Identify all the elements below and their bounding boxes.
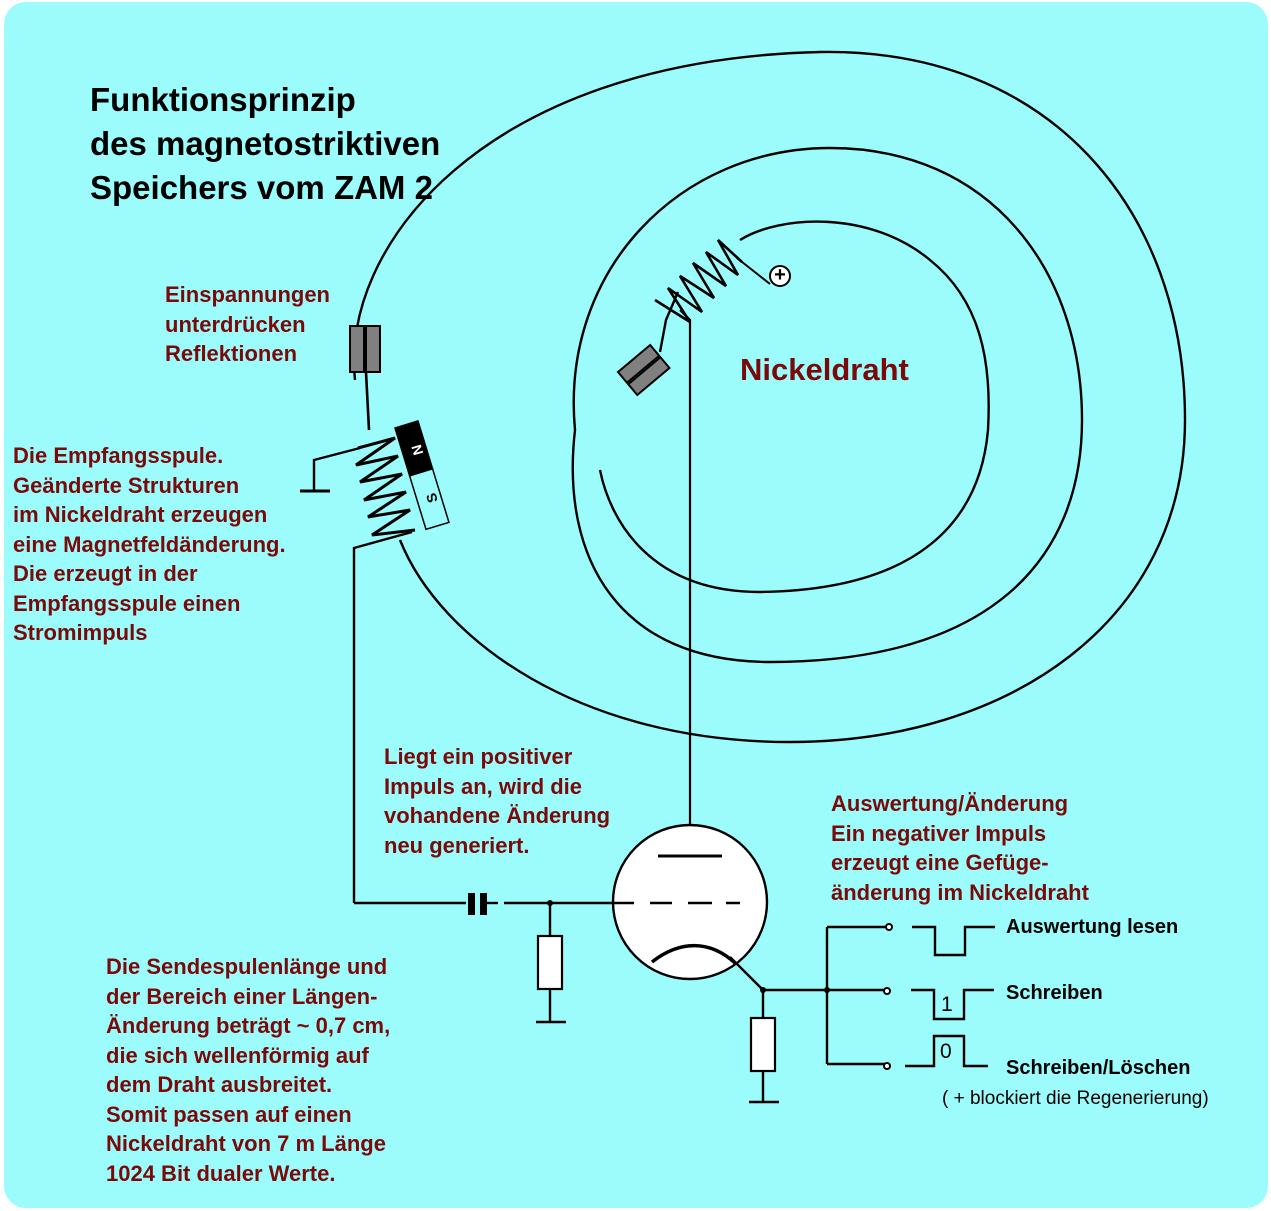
text-line: die sich wellenförmig auf — [106, 1042, 369, 1068]
title-line-1: Funktionsprinzip — [90, 81, 356, 118]
text-line: erzeugt eine Gefüge- — [831, 850, 1049, 875]
text-line: Nickeldraht von 7 m Länge — [106, 1131, 386, 1156]
transmitter-coil-lead-plus — [736, 257, 771, 285]
text-line: Die Empfangsspule. — [13, 443, 224, 468]
label-nickeldraht: Nickeldraht — [740, 352, 909, 387]
text-line: eine Magnetfeldänderung. — [13, 531, 286, 557]
transmitter-coil — [654, 239, 743, 324]
nickel-wire-inner-ring — [598, 220, 990, 594]
pulse-write — [911, 988, 994, 1021]
bar-magnet — [394, 420, 450, 531]
text-line: Geänderte Strukturen — [13, 472, 240, 498]
clamp-inner — [616, 343, 671, 397]
plus-terminal-icon: + — [769, 265, 791, 287]
nickel-wire-middle-ring — [571, 146, 1084, 664]
wire-from-clamp — [364, 371, 371, 431]
text-line: Empfangsspule einen — [13, 590, 241, 616]
nickel-wire-outer-ring — [352, 50, 1187, 744]
text-line: unterdrücken — [165, 311, 306, 337]
text-line: Die erzeugt in der — [13, 561, 198, 586]
terminal-erase — [883, 1062, 891, 1070]
terminal-read — [885, 923, 893, 931]
terminal-write — [883, 987, 891, 995]
text-line: neu generiert. — [384, 832, 530, 858]
text-line: Liegt ein positiver — [384, 744, 573, 769]
text-line: Ein negativer Impuls — [831, 820, 1047, 846]
text-line: änderung im Nickeldraht — [831, 879, 1089, 905]
text-line: 1024 Bit dualer Werte. — [106, 1160, 336, 1186]
text-line: der Bereich einer Längen- — [106, 983, 378, 1009]
wire-clamp-to-coil — [658, 291, 680, 353]
signal-digit-erase: 0 — [940, 1040, 952, 1063]
receiver-coil-ground-lead — [312, 446, 361, 490]
receiver-coil — [355, 436, 416, 537]
junction-bus — [824, 987, 830, 993]
text-line: vohandene Änderung — [384, 803, 611, 828]
cathode-resistor — [749, 1016, 777, 1073]
signal-digit-write: 1 — [941, 993, 953, 1016]
tube-cathode — [650, 943, 737, 965]
receiver-coil-output-lead — [352, 530, 413, 903]
clamp-top-left — [349, 325, 381, 373]
pulse-erase — [905, 1034, 988, 1068]
signal-label-read: Auswertung lesen — [1006, 916, 1179, 938]
transmitter-coil-lead-down — [679, 309, 692, 855]
bus-wire — [763, 925, 886, 1066]
title-line-2: des magnetostriktiven — [90, 125, 441, 162]
label-empfangsspule: Die Empfangsspule. Geänderte Strukturen im… — [13, 441, 286, 648]
diagram-card — [4, 2, 1268, 1208]
pulse-read — [912, 925, 995, 957]
label-sendespule: Die Sendespulenlänge und der Bereich eine… — [106, 952, 390, 1188]
signal-label-write: Schreiben — [1006, 982, 1103, 1004]
text-line: Impuls an, wird die — [384, 773, 583, 799]
signal-label-erase: Schreiben/Löschen — [1006, 1057, 1191, 1079]
text-line: Einspannungen — [165, 282, 330, 307]
grid-resistor — [536, 934, 564, 991]
text-line: Somit passen auf einen — [106, 1101, 352, 1127]
text-line: Stromimpuls — [13, 620, 148, 645]
coupling-capacitor — [468, 893, 487, 915]
plus-terminal-label: + — [774, 264, 786, 286]
text-line: Auswertung/Änderung — [831, 791, 1069, 816]
text-line: Reflektionen — [165, 341, 298, 366]
cathode-lead — [729, 956, 764, 991]
text-line: Die Sendespulenlänge und — [106, 954, 388, 979]
text-line: Änderung beträgt ~ 0,7 cm, — [106, 1013, 391, 1038]
signal-note: ( + blockiert die Regenerierung) — [942, 1088, 1209, 1109]
text-line: dem Draht ausbreitet. — [106, 1072, 333, 1097]
title-line-3: Speichers vom ZAM 2 — [90, 169, 433, 206]
text-line: im Nickeldraht erzeugen — [13, 502, 268, 527]
